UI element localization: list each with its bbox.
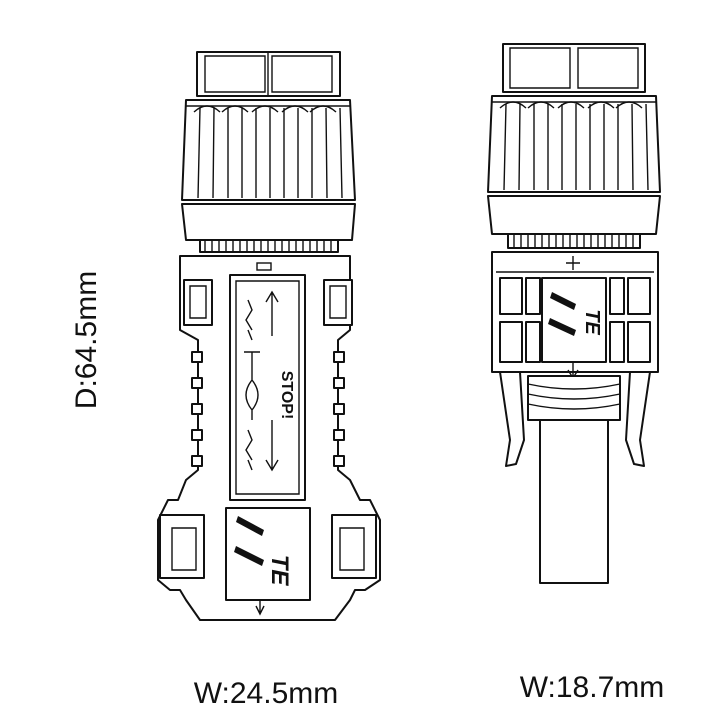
width-label-left: W:24.5mm [194,677,338,710]
stop-label: STOP! [278,371,295,420]
width-label-right: W:18.7mm [520,671,664,704]
brand-label-right: TE [581,309,603,335]
connector-female-icon [157,51,381,621]
connector-male-icon [487,43,661,584]
brand-label-left: TE [266,555,293,587]
depth-label: D:64.5mm [70,271,103,409]
